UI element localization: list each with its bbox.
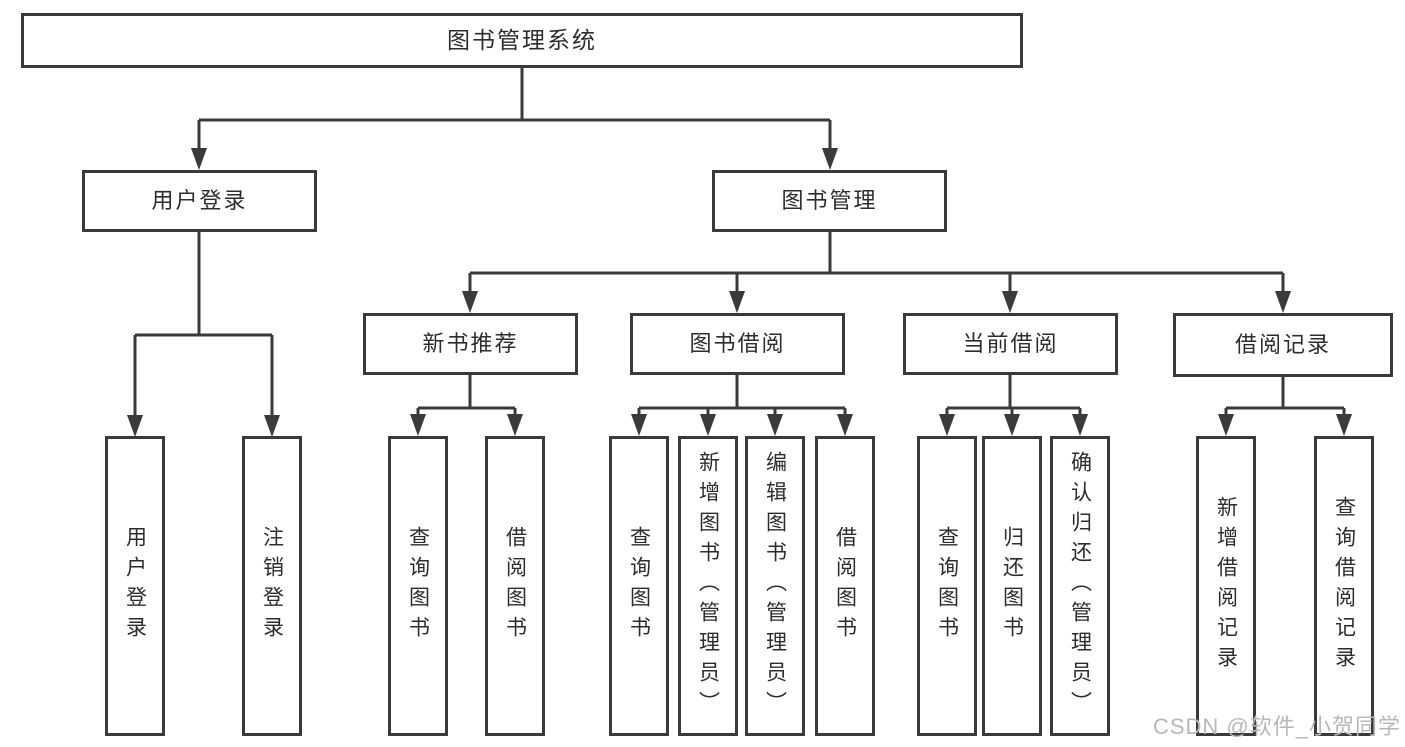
arrowhead-icon — [127, 415, 143, 437]
arrowhead-icon — [1275, 291, 1291, 313]
arrowhead-icon — [462, 291, 478, 313]
leaf-current-query-books: 查询图书 — [917, 436, 977, 736]
arrowhead-icon — [631, 414, 647, 436]
arrowhead-icon — [822, 148, 838, 170]
node-borrowing-records: 借阅记录 — [1173, 313, 1393, 377]
arrowhead-icon — [1004, 414, 1020, 436]
leaf-user-login: 用户登录 — [105, 436, 165, 736]
arrowhead-icon — [1002, 291, 1018, 313]
node-current-borrowing: 当前借阅 — [903, 313, 1118, 375]
leaf-records-add-borrow-record: 新增借阅记录 — [1196, 436, 1256, 736]
arrowhead-icon — [1218, 414, 1234, 436]
leaf-borrowing-borrow-books: 借阅图书 — [815, 436, 875, 736]
arrowhead-icon — [264, 415, 280, 437]
leaf-newbooks-query-books: 查询图书 — [388, 436, 448, 736]
arrowhead-icon — [939, 414, 955, 436]
leaf-newbooks-borrow-books: 借阅图书 — [485, 436, 545, 736]
arrowhead-icon — [1072, 414, 1088, 436]
node-book-management: 图书管理 — [712, 170, 947, 232]
connector-path — [133, 68, 1346, 415]
node-user-login: 用户登录 — [82, 170, 317, 232]
arrowhead-icon — [700, 414, 716, 436]
leaf-current-return-books: 归还图书 — [982, 436, 1042, 736]
arrowheads — [127, 148, 1352, 437]
arrowhead-icon — [191, 148, 207, 170]
csdn-watermark: CSDN @软件_小贺同学 — [1152, 714, 1401, 739]
node-new-book-recommend: 新书推荐 — [363, 313, 578, 375]
leaf-borrowing-edit-books-admin: 编辑图书（管理员） — [745, 436, 805, 736]
arrowhead-icon — [1336, 414, 1352, 436]
leaf-logout-login: 注销登录 — [242, 436, 302, 736]
arrowhead-icon — [767, 414, 783, 436]
leaf-current-confirm-return-admin: 确认归还（管理员） — [1050, 436, 1110, 736]
node-book-borrowing: 图书借阅 — [630, 313, 845, 375]
arrowhead-icon — [410, 414, 426, 436]
arrowhead-icon — [507, 414, 523, 436]
arrowhead-icon — [729, 291, 745, 313]
leaf-records-query-borrow-record: 查询借阅记录 — [1314, 436, 1374, 736]
node-library-management-system: 图书管理系统 — [21, 13, 1023, 68]
arrowhead-icon — [837, 414, 853, 436]
leaf-borrowing-query-books: 查询图书 — [609, 436, 669, 736]
leaf-borrowing-add-books-admin: 新增图书（管理员） — [678, 436, 738, 736]
